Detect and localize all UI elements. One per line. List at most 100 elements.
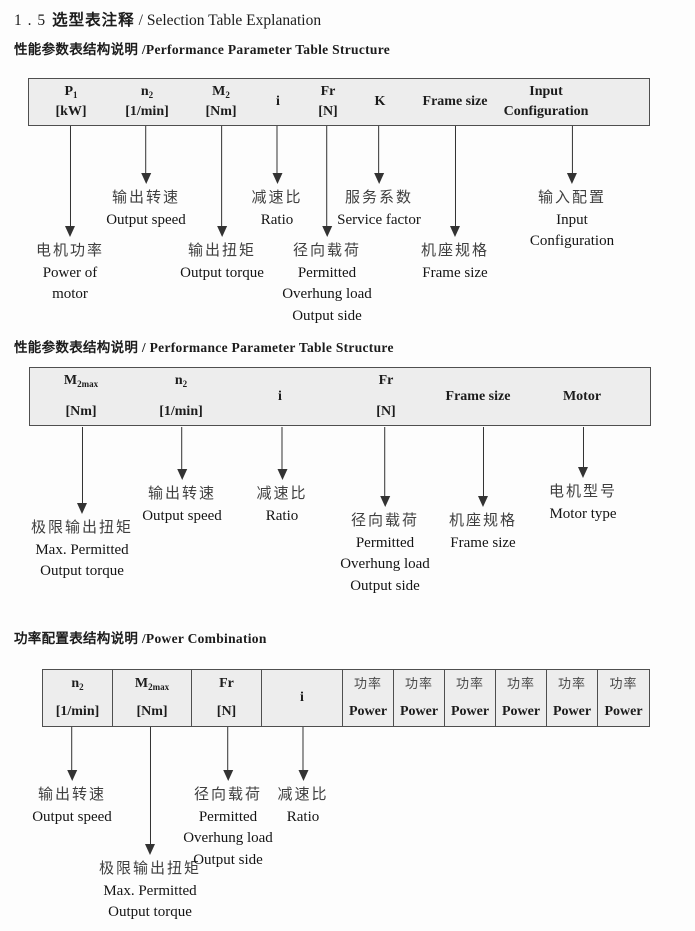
down-arrow-icon bbox=[276, 427, 287, 480]
col-i: i bbox=[276, 94, 280, 109]
down-arrow-icon bbox=[271, 126, 282, 184]
down-arrow-icon bbox=[322, 126, 332, 237]
col-fr: Fr [N] bbox=[192, 670, 262, 726]
callout-line: Overhung load bbox=[340, 556, 430, 572]
down-arrow-icon bbox=[449, 126, 460, 237]
callout-line: Output side bbox=[292, 307, 362, 324]
callout-output-speed: 输出转速 Output speed bbox=[32, 727, 112, 828]
callout-line: Ratio bbox=[265, 507, 299, 524]
callout-line: Permitted bbox=[297, 264, 357, 281]
callout-max-output-torque: 极限输出扭矩 Max. Permitted Output torque bbox=[99, 727, 201, 924]
col-frame-size: Frame size bbox=[422, 94, 488, 109]
down-arrow-icon bbox=[477, 427, 488, 507]
callout-overhung-load: 径向载荷 Permitted Overhung load Output side bbox=[183, 727, 273, 871]
callout-line: Input bbox=[556, 211, 588, 228]
callout-line: Ratio bbox=[286, 808, 320, 825]
performance-table-1: P1 [kW] n2 [1/min] M2 [Nm] i Fr [N] K Fr… bbox=[28, 78, 650, 126]
callout-ratio: 减速比 Ratio bbox=[251, 126, 302, 231]
section-number: 1 . 5 bbox=[14, 12, 47, 29]
col-fr: Fr [N] bbox=[318, 84, 338, 119]
power-combination-table: n2 [1/min] M2max [Nm] Fr [N] i 功率 Power … bbox=[42, 669, 650, 727]
col-k: K bbox=[374, 94, 386, 109]
callout-line: Output side bbox=[350, 577, 420, 594]
section1-heading: 性能参数表结构说明 /Performance Parameter Table S… bbox=[14, 42, 391, 57]
col-n2: n2 [1/min] bbox=[125, 84, 169, 119]
callout-line: 减速比 bbox=[251, 190, 303, 206]
col-i: i bbox=[278, 388, 282, 404]
down-arrow-icon bbox=[223, 727, 233, 781]
callout-line: Power of bbox=[42, 264, 98, 281]
page-title-en: / Selection Table Explanation bbox=[138, 12, 322, 29]
callout-line: 极限输出扭矩 bbox=[30, 520, 134, 536]
col-power-4: 功率 Power bbox=[496, 670, 547, 726]
callout-line: 减速比 bbox=[277, 787, 329, 803]
down-arrow-icon bbox=[373, 126, 384, 184]
callout-overhung-load: 径向载荷 Permitted Overhung load Output side bbox=[340, 427, 430, 597]
callout-overhung-load: 径向载荷 Permitted Overhung load Output side bbox=[282, 126, 372, 327]
callout-line: Ratio bbox=[260, 211, 294, 228]
callout-line: Frame size bbox=[422, 264, 488, 281]
callout-ratio: 减速比 Ratio bbox=[277, 727, 328, 828]
col-power-3: 功率 Power bbox=[445, 670, 496, 726]
callout-line: Max. Permitted bbox=[103, 882, 197, 899]
callout-line: 减速比 bbox=[256, 486, 308, 502]
callout-line: 极限输出扭矩 bbox=[98, 861, 202, 877]
callout-line: 输入配置 bbox=[537, 190, 606, 206]
page-title-cjk: 选型表注释 bbox=[52, 12, 135, 29]
callout-output-speed: 输出转速 Output speed bbox=[106, 126, 186, 231]
callout-line: Max. Permitted bbox=[35, 541, 129, 558]
col-i: i bbox=[262, 670, 343, 726]
callout-line: Output speed bbox=[142, 507, 222, 524]
callout-line: Output torque bbox=[180, 264, 264, 281]
callout-line: 电机型号 bbox=[548, 484, 618, 500]
callout-line: Output speed bbox=[32, 808, 112, 825]
callout-line: Permitted bbox=[198, 808, 258, 825]
col-m2max: M2max [Nm] bbox=[63, 373, 99, 419]
down-arrow-icon bbox=[140, 126, 151, 184]
callout-line: Overhung load bbox=[282, 286, 372, 302]
callout-line: 输出扭矩 bbox=[187, 243, 256, 259]
col-power-2: 功率 Power bbox=[394, 670, 445, 726]
callout-line: motor bbox=[52, 286, 88, 302]
col-power-5: 功率 Power bbox=[547, 670, 598, 726]
col-motor: Motor bbox=[562, 388, 602, 404]
col-n2: n2 [1/min] bbox=[159, 373, 203, 419]
section2-heading: 性能参数表结构说明 / Performance Parameter Table … bbox=[14, 340, 394, 355]
callout-line: Output torque bbox=[40, 563, 124, 579]
callout-line: Frame size bbox=[450, 534, 516, 551]
down-arrow-icon bbox=[76, 427, 87, 514]
col-n2: n2 [1/min] bbox=[43, 670, 113, 726]
page-title: 1 . 5 选型表注释/ Selection Table Explanation bbox=[14, 8, 321, 30]
callout-line: 输出转速 bbox=[111, 190, 181, 206]
col-m2max: M2max [Nm] bbox=[113, 670, 192, 726]
performance-table-2: M2max [Nm] n2 [1/min] i Fr [N] Frame siz… bbox=[29, 367, 651, 426]
callout-line: 径向载荷 bbox=[292, 243, 361, 259]
callout-line: Permitted bbox=[355, 534, 415, 551]
callout-line: Output torque bbox=[108, 904, 192, 920]
down-arrow-icon bbox=[217, 126, 227, 237]
down-arrow-icon bbox=[144, 727, 155, 855]
callout-line: 电机功率 bbox=[35, 243, 105, 259]
callout-line: 径向载荷 bbox=[193, 787, 262, 803]
callout-line: 输出转速 bbox=[37, 787, 107, 803]
callout-line: 机座规格 bbox=[448, 513, 518, 529]
callout-input-configuration: 输入配置 Input Configuration bbox=[530, 126, 614, 253]
callout-line: Overhung load bbox=[183, 830, 273, 846]
callout-ratio: 减速比 Ratio bbox=[256, 427, 307, 527]
callout-line: 输出转速 bbox=[147, 486, 217, 502]
callout-line: Output speed bbox=[106, 211, 186, 228]
col-power-6: 功率 Power bbox=[604, 676, 643, 719]
down-arrow-icon bbox=[577, 427, 588, 478]
callout-output-torque: 输出扭矩 Output torque bbox=[180, 126, 264, 284]
col-power-1: 功率 Power bbox=[343, 670, 394, 726]
callout-line: Output side bbox=[193, 851, 263, 868]
callout-frame-size: 机座规格 Frame size bbox=[449, 427, 517, 554]
down-arrow-icon bbox=[176, 427, 187, 480]
callout-line: Motor type bbox=[549, 505, 617, 522]
callout-line: 径向载荷 bbox=[350, 513, 419, 529]
down-arrow-icon bbox=[64, 126, 75, 237]
callout-output-speed: 输出转速 Output speed bbox=[142, 427, 222, 527]
section3-heading: 功率配置表结构说明 /Power Combination bbox=[14, 631, 267, 646]
down-arrow-icon bbox=[297, 727, 308, 781]
